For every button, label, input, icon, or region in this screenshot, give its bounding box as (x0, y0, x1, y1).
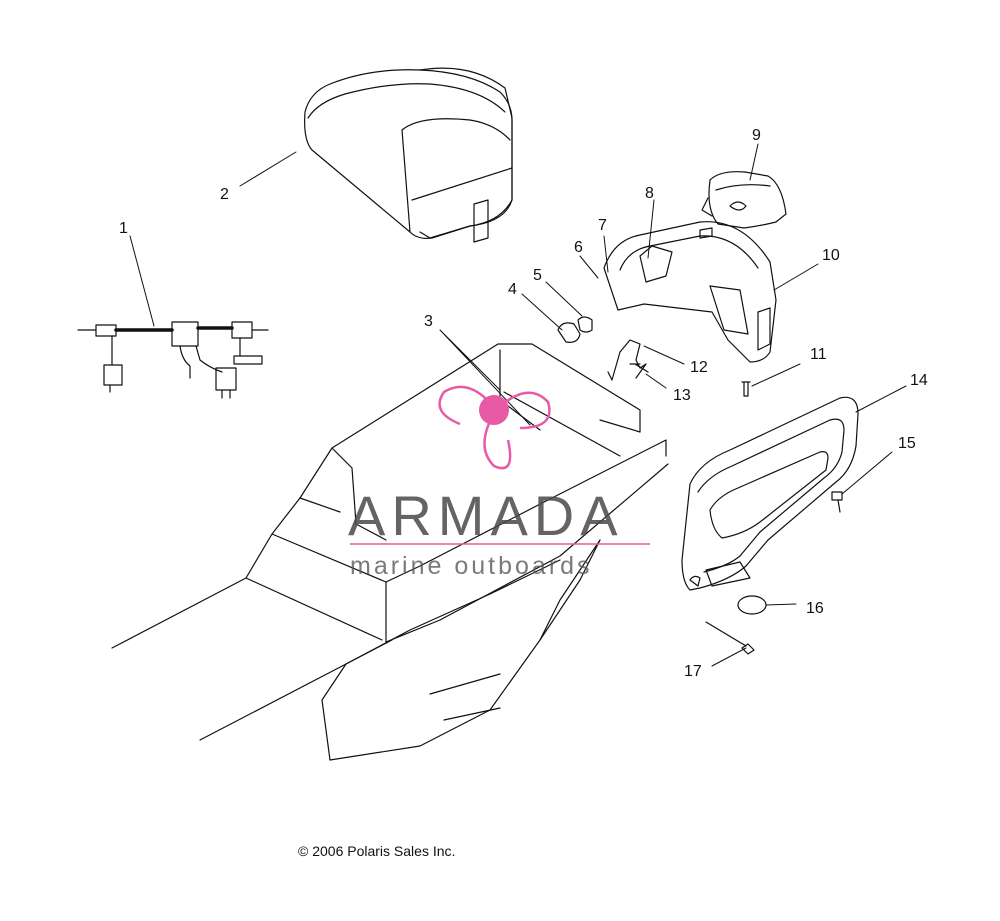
callout-4: 4 (508, 281, 517, 298)
callout-7: 7 (598, 217, 607, 234)
rear-housing-drawing (603, 221, 777, 363)
watermark-title: ARMADA (348, 484, 624, 547)
rivet-11-drawing (741, 381, 751, 397)
callout-5: 5 (533, 267, 542, 284)
leader-lines (129, 143, 907, 667)
callout-13: 13 (673, 387, 691, 404)
callout-6: 6 (574, 239, 583, 256)
callout-12: 12 (690, 359, 708, 376)
bracket-drawing (607, 339, 647, 381)
callout-2: 2 (220, 186, 229, 203)
wiring-harness-drawing (77, 321, 269, 399)
callout-3: 3 (424, 313, 433, 330)
plug-16-drawing (737, 595, 767, 615)
seat-cushion-drawing (304, 67, 513, 243)
callout-1: 1 (119, 220, 128, 237)
propeller-logo-icon (438, 385, 551, 470)
callout-11: 11 (810, 346, 827, 363)
watermark-subtitle: marine outboards (350, 552, 593, 580)
armada-logo: ARMADA marine outboards (348, 385, 650, 580)
pin-15-drawing (831, 491, 843, 513)
callout-9: 9 (752, 127, 761, 144)
callout-10: 10 (822, 247, 840, 264)
bulb-drawing (557, 316, 593, 343)
screw-13-drawing (629, 363, 649, 373)
callout-15: 15 (898, 435, 916, 452)
callout-labels: 1 2 3 4 5 6 7 8 9 10 11 12 13 14 15 16 1… (119, 127, 928, 680)
taillight-lens-drawing (701, 171, 787, 229)
callout-16: 16 (806, 600, 824, 617)
callout-14: 14 (910, 372, 928, 389)
copyright-notice: © 2006 Polaris Sales Inc. (298, 843, 456, 859)
side-panel-drawing (681, 396, 859, 591)
bolt-17-drawing (705, 621, 755, 655)
chassis-tunnel-drawing (111, 343, 669, 761)
callout-17: 17 (684, 663, 702, 680)
callout-8: 8 (645, 185, 654, 202)
